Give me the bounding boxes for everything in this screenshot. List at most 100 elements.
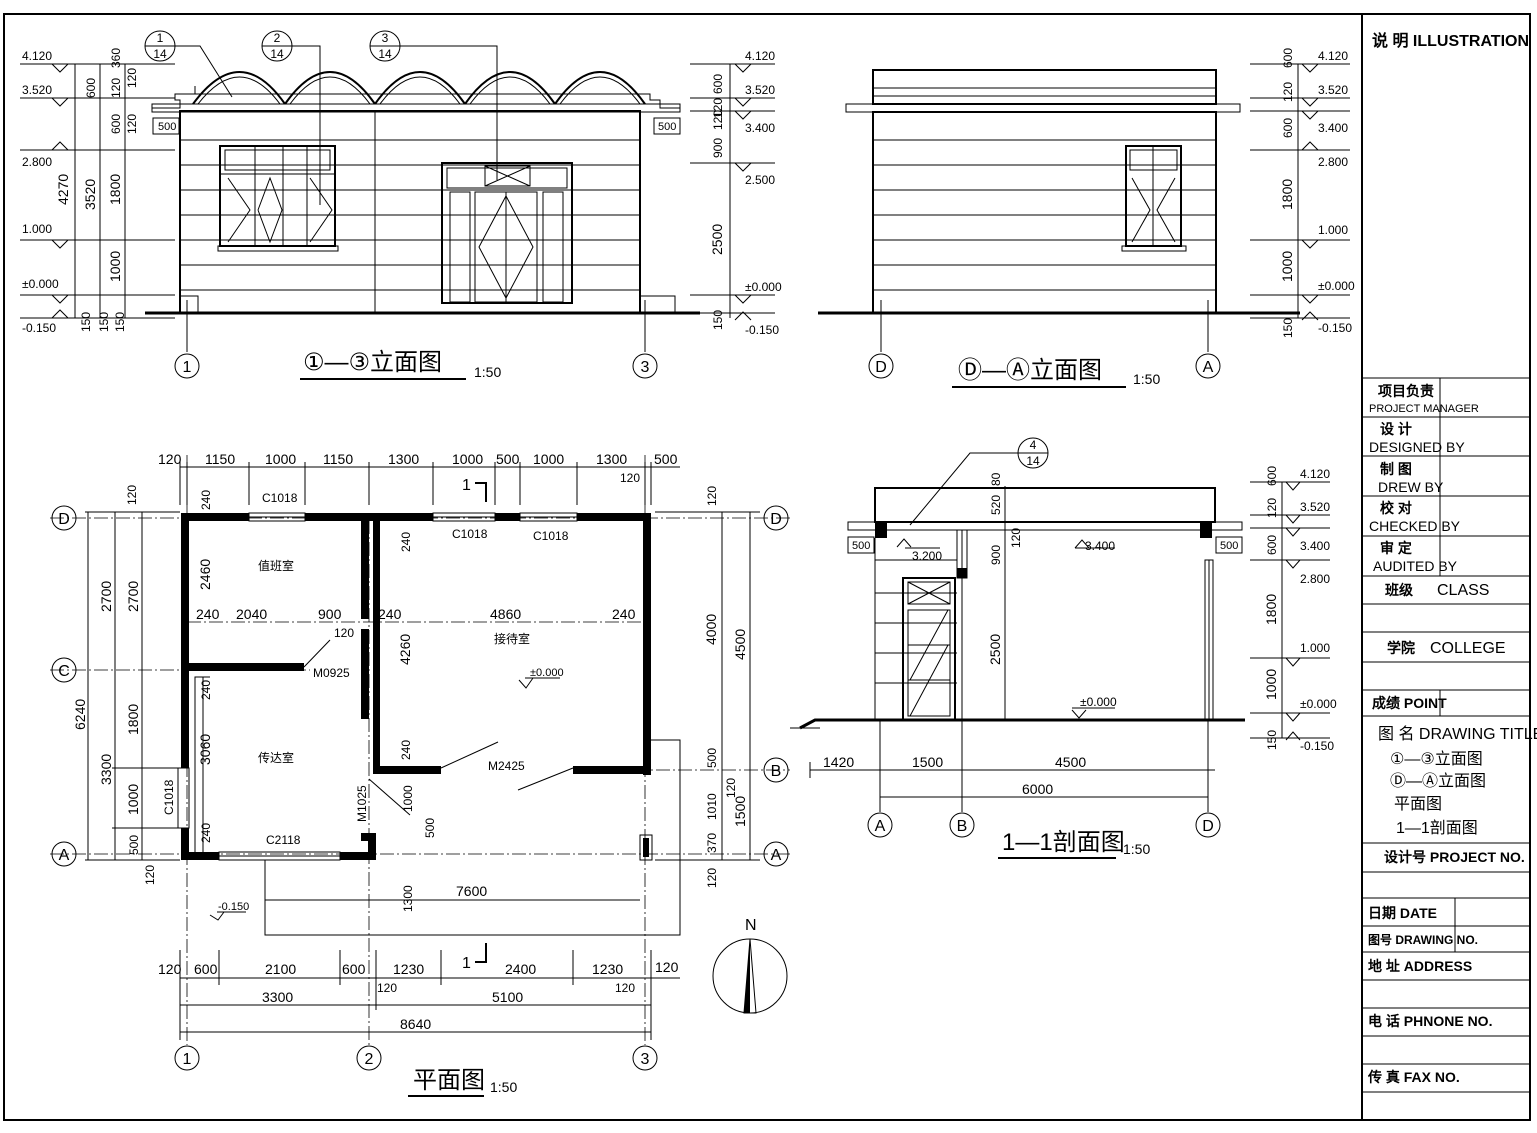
svg-text:120: 120 <box>711 110 725 130</box>
svg-text:A: A <box>875 818 886 835</box>
svg-text:1—1剖面图: 1—1剖面图 <box>1396 819 1478 837</box>
axis-label: 3 <box>641 359 650 376</box>
svg-text:900: 900 <box>711 138 725 158</box>
svg-text:240: 240 <box>199 680 213 700</box>
svg-text:1000: 1000 <box>401 785 415 812</box>
arch <box>192 71 286 105</box>
svg-text:3300: 3300 <box>98 754 114 785</box>
svg-text:成绩 POINT: 成绩 POINT <box>1372 695 1447 711</box>
svg-text:2500: 2500 <box>987 634 1003 665</box>
svg-text:图 名 DRAWING TITLE: 图 名 DRAWING TITLE <box>1378 725 1537 743</box>
svg-text:150: 150 <box>1281 318 1295 338</box>
svg-text:±0.000: ±0.000 <box>1080 695 1117 709</box>
door-m2425 <box>440 741 499 769</box>
view-scale: 1:50 <box>474 364 501 380</box>
svg-text:14: 14 <box>153 47 167 61</box>
svg-text:2.800: 2.800 <box>22 155 52 169</box>
svg-text:3.400: 3.400 <box>1300 539 1330 553</box>
svg-text:4860: 4860 <box>490 606 521 622</box>
svg-text:500: 500 <box>658 121 676 133</box>
section-1-1: 3.400 3.200 ±0.000 80 520 120 900 2500 5… <box>790 437 1337 859</box>
svg-text:4.120: 4.120 <box>1318 49 1348 63</box>
svg-text:3.400: 3.400 <box>745 121 775 135</box>
svg-text:600: 600 <box>194 961 218 977</box>
axis-label: 1 <box>183 359 192 376</box>
svg-text:80: 80 <box>989 472 1003 486</box>
svg-text:5100: 5100 <box>492 989 523 1005</box>
door-m1025 <box>368 778 411 816</box>
svg-text:600: 600 <box>342 961 366 977</box>
axis-label: D <box>875 359 887 376</box>
svg-text:B: B <box>957 818 968 835</box>
svg-text:3060: 3060 <box>197 734 213 765</box>
svg-text:项目负责: 项目负责 <box>1378 383 1434 399</box>
svg-text:CLASS: CLASS <box>1437 582 1489 599</box>
svg-text:120: 120 <box>615 981 635 995</box>
svg-text:1010: 1010 <box>705 793 719 820</box>
svg-text:2700: 2700 <box>98 581 114 612</box>
svg-text:600: 600 <box>1265 535 1279 555</box>
title-block: 说 明 ILLUSTRATION 项目负责 PROJECT MANAGER 设 … <box>1362 31 1537 1093</box>
svg-text:-0.150: -0.150 <box>745 323 779 337</box>
svg-text:D: D <box>770 511 782 528</box>
view-title: 平面图 <box>413 1067 485 1094</box>
svg-text:120: 120 <box>158 451 182 467</box>
elevation-1-3: 1 3 ①—③立面图 1:50 500 500 1 14 2 14 <box>20 30 782 380</box>
svg-text:4: 4 <box>1030 438 1037 452</box>
svg-text:120: 120 <box>125 68 139 88</box>
svg-text:1300: 1300 <box>596 451 627 467</box>
axis-label: A <box>1203 359 1214 376</box>
right-levels: 4.120 3.520 3.400 2.500 ±0.000 -0.150 60… <box>690 49 782 337</box>
svg-text:6000: 6000 <box>1022 781 1053 797</box>
svg-text:1: 1 <box>157 31 164 45</box>
svg-text:M2425: M2425 <box>488 759 525 773</box>
room-label: 值班室 <box>258 558 294 573</box>
svg-text:-0.150: -0.150 <box>1300 739 1334 753</box>
svg-text:1000: 1000 <box>125 784 141 815</box>
svg-text:设计号 PROJECT NO.: 设计号 PROJECT NO. <box>1384 849 1525 865</box>
svg-text:240: 240 <box>399 532 413 552</box>
plan-top-dims: 120 1150 1000 1150 1300 1000 500 1000 13… <box>158 451 680 505</box>
sheet-border <box>3 13 1531 1121</box>
illustration-label: 说 明 ILLUSTRATION <box>1372 31 1529 50</box>
svg-text:1000: 1000 <box>1279 251 1295 282</box>
svg-text:6240: 6240 <box>72 699 88 730</box>
svg-text:Ⓓ—Ⓐ立面图: Ⓓ—Ⓐ立面图 <box>1390 772 1486 790</box>
svg-text:平面图: 平面图 <box>1394 796 1442 813</box>
svg-text:-0.150: -0.150 <box>22 321 56 335</box>
svg-text:360: 360 <box>109 48 123 68</box>
svg-text:日期 DATE: 日期 DATE <box>1368 905 1437 921</box>
svg-text:500: 500 <box>852 540 870 552</box>
svg-text:3.200: 3.200 <box>912 549 942 563</box>
svg-text:3300: 3300 <box>262 989 293 1005</box>
svg-text:1300: 1300 <box>388 451 419 467</box>
svg-text:1000: 1000 <box>1263 669 1279 700</box>
plan-bottom-dims: 120 600 2100 600 1230 2400 1230 120 120 … <box>158 950 680 1040</box>
svg-text:240: 240 <box>612 606 636 622</box>
svg-text:M0925: M0925 <box>313 666 350 680</box>
svg-text:2700: 2700 <box>125 581 141 612</box>
svg-text:1800: 1800 <box>1279 179 1295 210</box>
svg-text:600: 600 <box>1281 118 1295 138</box>
svg-text:600: 600 <box>84 78 98 98</box>
svg-text:C1018: C1018 <box>162 779 176 815</box>
svg-text:240: 240 <box>199 823 213 843</box>
svg-text:学院: 学院 <box>1387 640 1415 656</box>
svg-text:2.500: 2.500 <box>745 173 775 187</box>
view-title: 1—1剖面图 <box>1002 829 1125 856</box>
axis-bubble <box>868 353 894 379</box>
axis-bubble-c <box>51 657 77 683</box>
door <box>902 577 956 721</box>
svg-text:120: 120 <box>705 868 719 888</box>
svg-text:1000: 1000 <box>533 451 564 467</box>
svg-text:1300: 1300 <box>401 885 415 912</box>
svg-text:120: 120 <box>724 778 738 798</box>
window-c1018-side <box>177 767 190 829</box>
svg-text:M1025: M1025 <box>355 785 369 822</box>
svg-text:1230: 1230 <box>592 961 623 977</box>
svg-text:150: 150 <box>113 312 127 332</box>
svg-text:±0.000: ±0.000 <box>745 280 782 294</box>
svg-text:1.000: 1.000 <box>1318 223 1348 237</box>
svg-text:1150: 1150 <box>323 451 353 467</box>
svg-text:2500: 2500 <box>709 224 725 255</box>
